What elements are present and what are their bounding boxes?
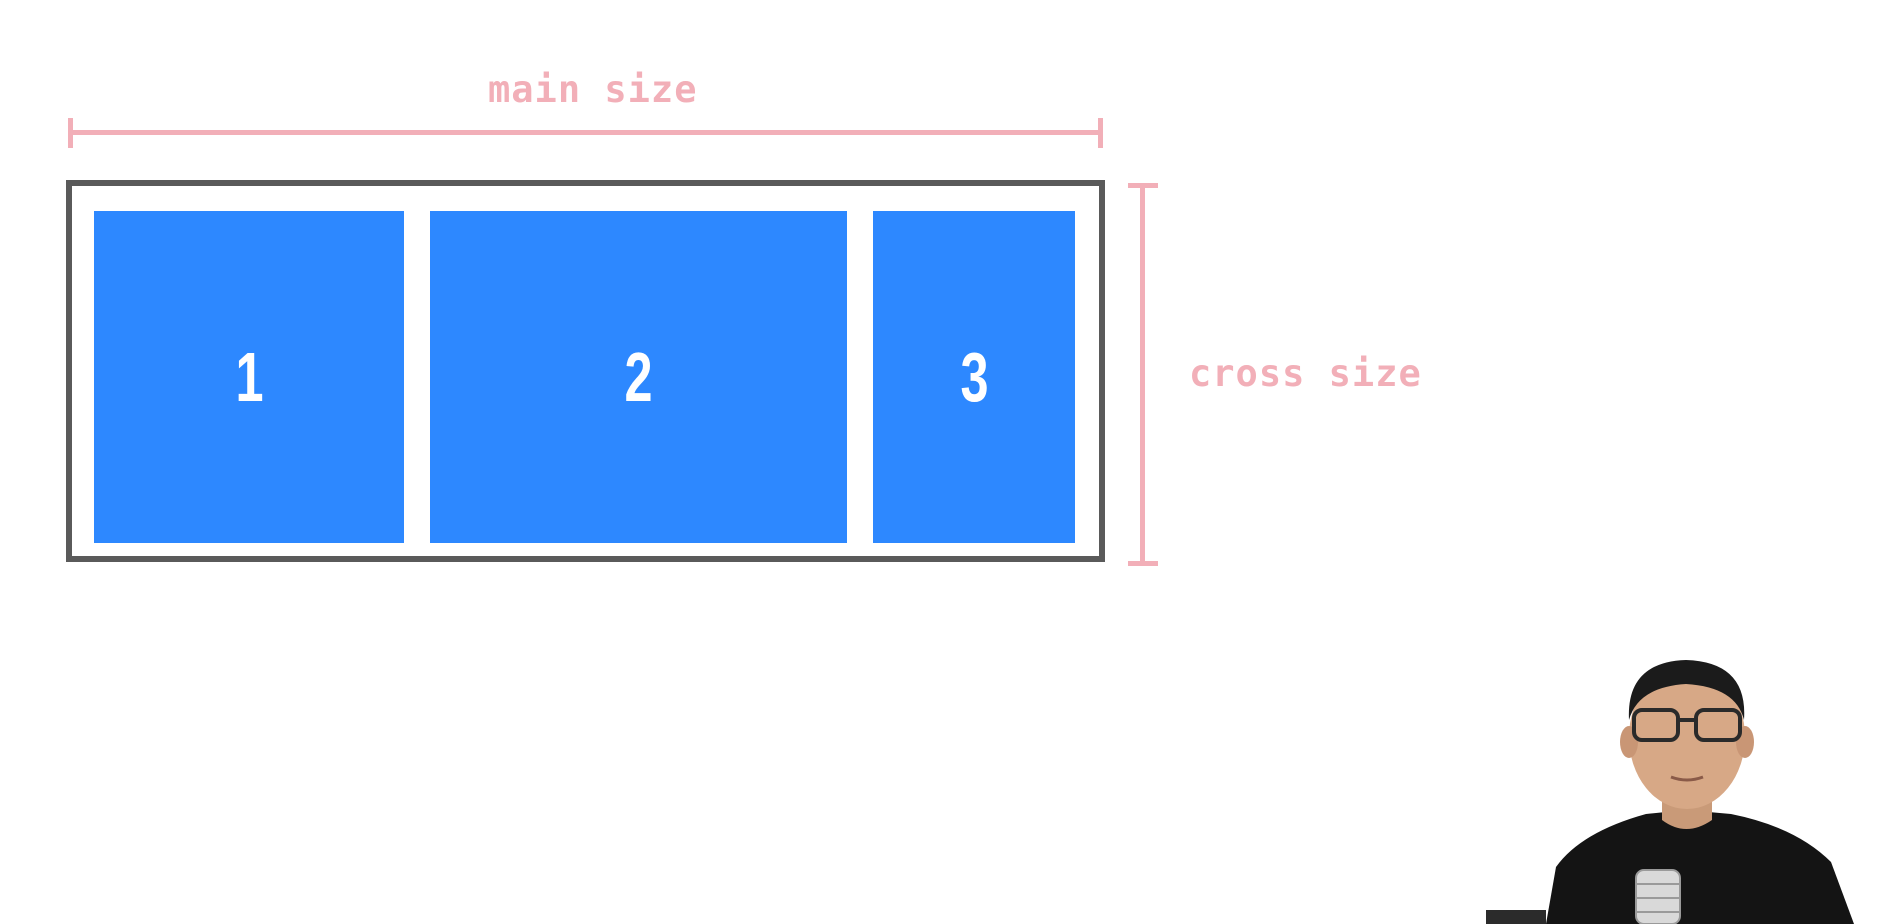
cross-size-dimension-line: [1140, 185, 1145, 564]
cross-size-bottom-cap: [1128, 561, 1158, 566]
main-size-right-cap: [1098, 118, 1103, 148]
flex-container: 1 2 3: [66, 180, 1105, 562]
main-size-dimension-line: [70, 130, 1102, 135]
presenter-hair: [1628, 660, 1745, 720]
main-size-label: main size: [488, 68, 698, 111]
presenter-face: [1629, 665, 1745, 809]
flex-item-1-label: 1: [234, 338, 264, 416]
cross-size-top-cap: [1128, 183, 1158, 188]
flex-item-2-label: 2: [624, 338, 653, 416]
flex-item-3-label: 3: [959, 338, 989, 416]
flex-item-1: 1: [94, 211, 404, 543]
flex-item-2: 2: [430, 211, 847, 543]
flex-item-3: 3: [873, 211, 1075, 543]
presenter-video-overlay: [1486, 660, 1854, 924]
glasses-icon: [1632, 708, 1742, 742]
presenter-shirt: [1546, 810, 1854, 924]
microphone-icon: [1635, 869, 1681, 924]
cross-size-label: cross size: [1189, 352, 1422, 395]
main-size-left-cap: [68, 118, 73, 148]
